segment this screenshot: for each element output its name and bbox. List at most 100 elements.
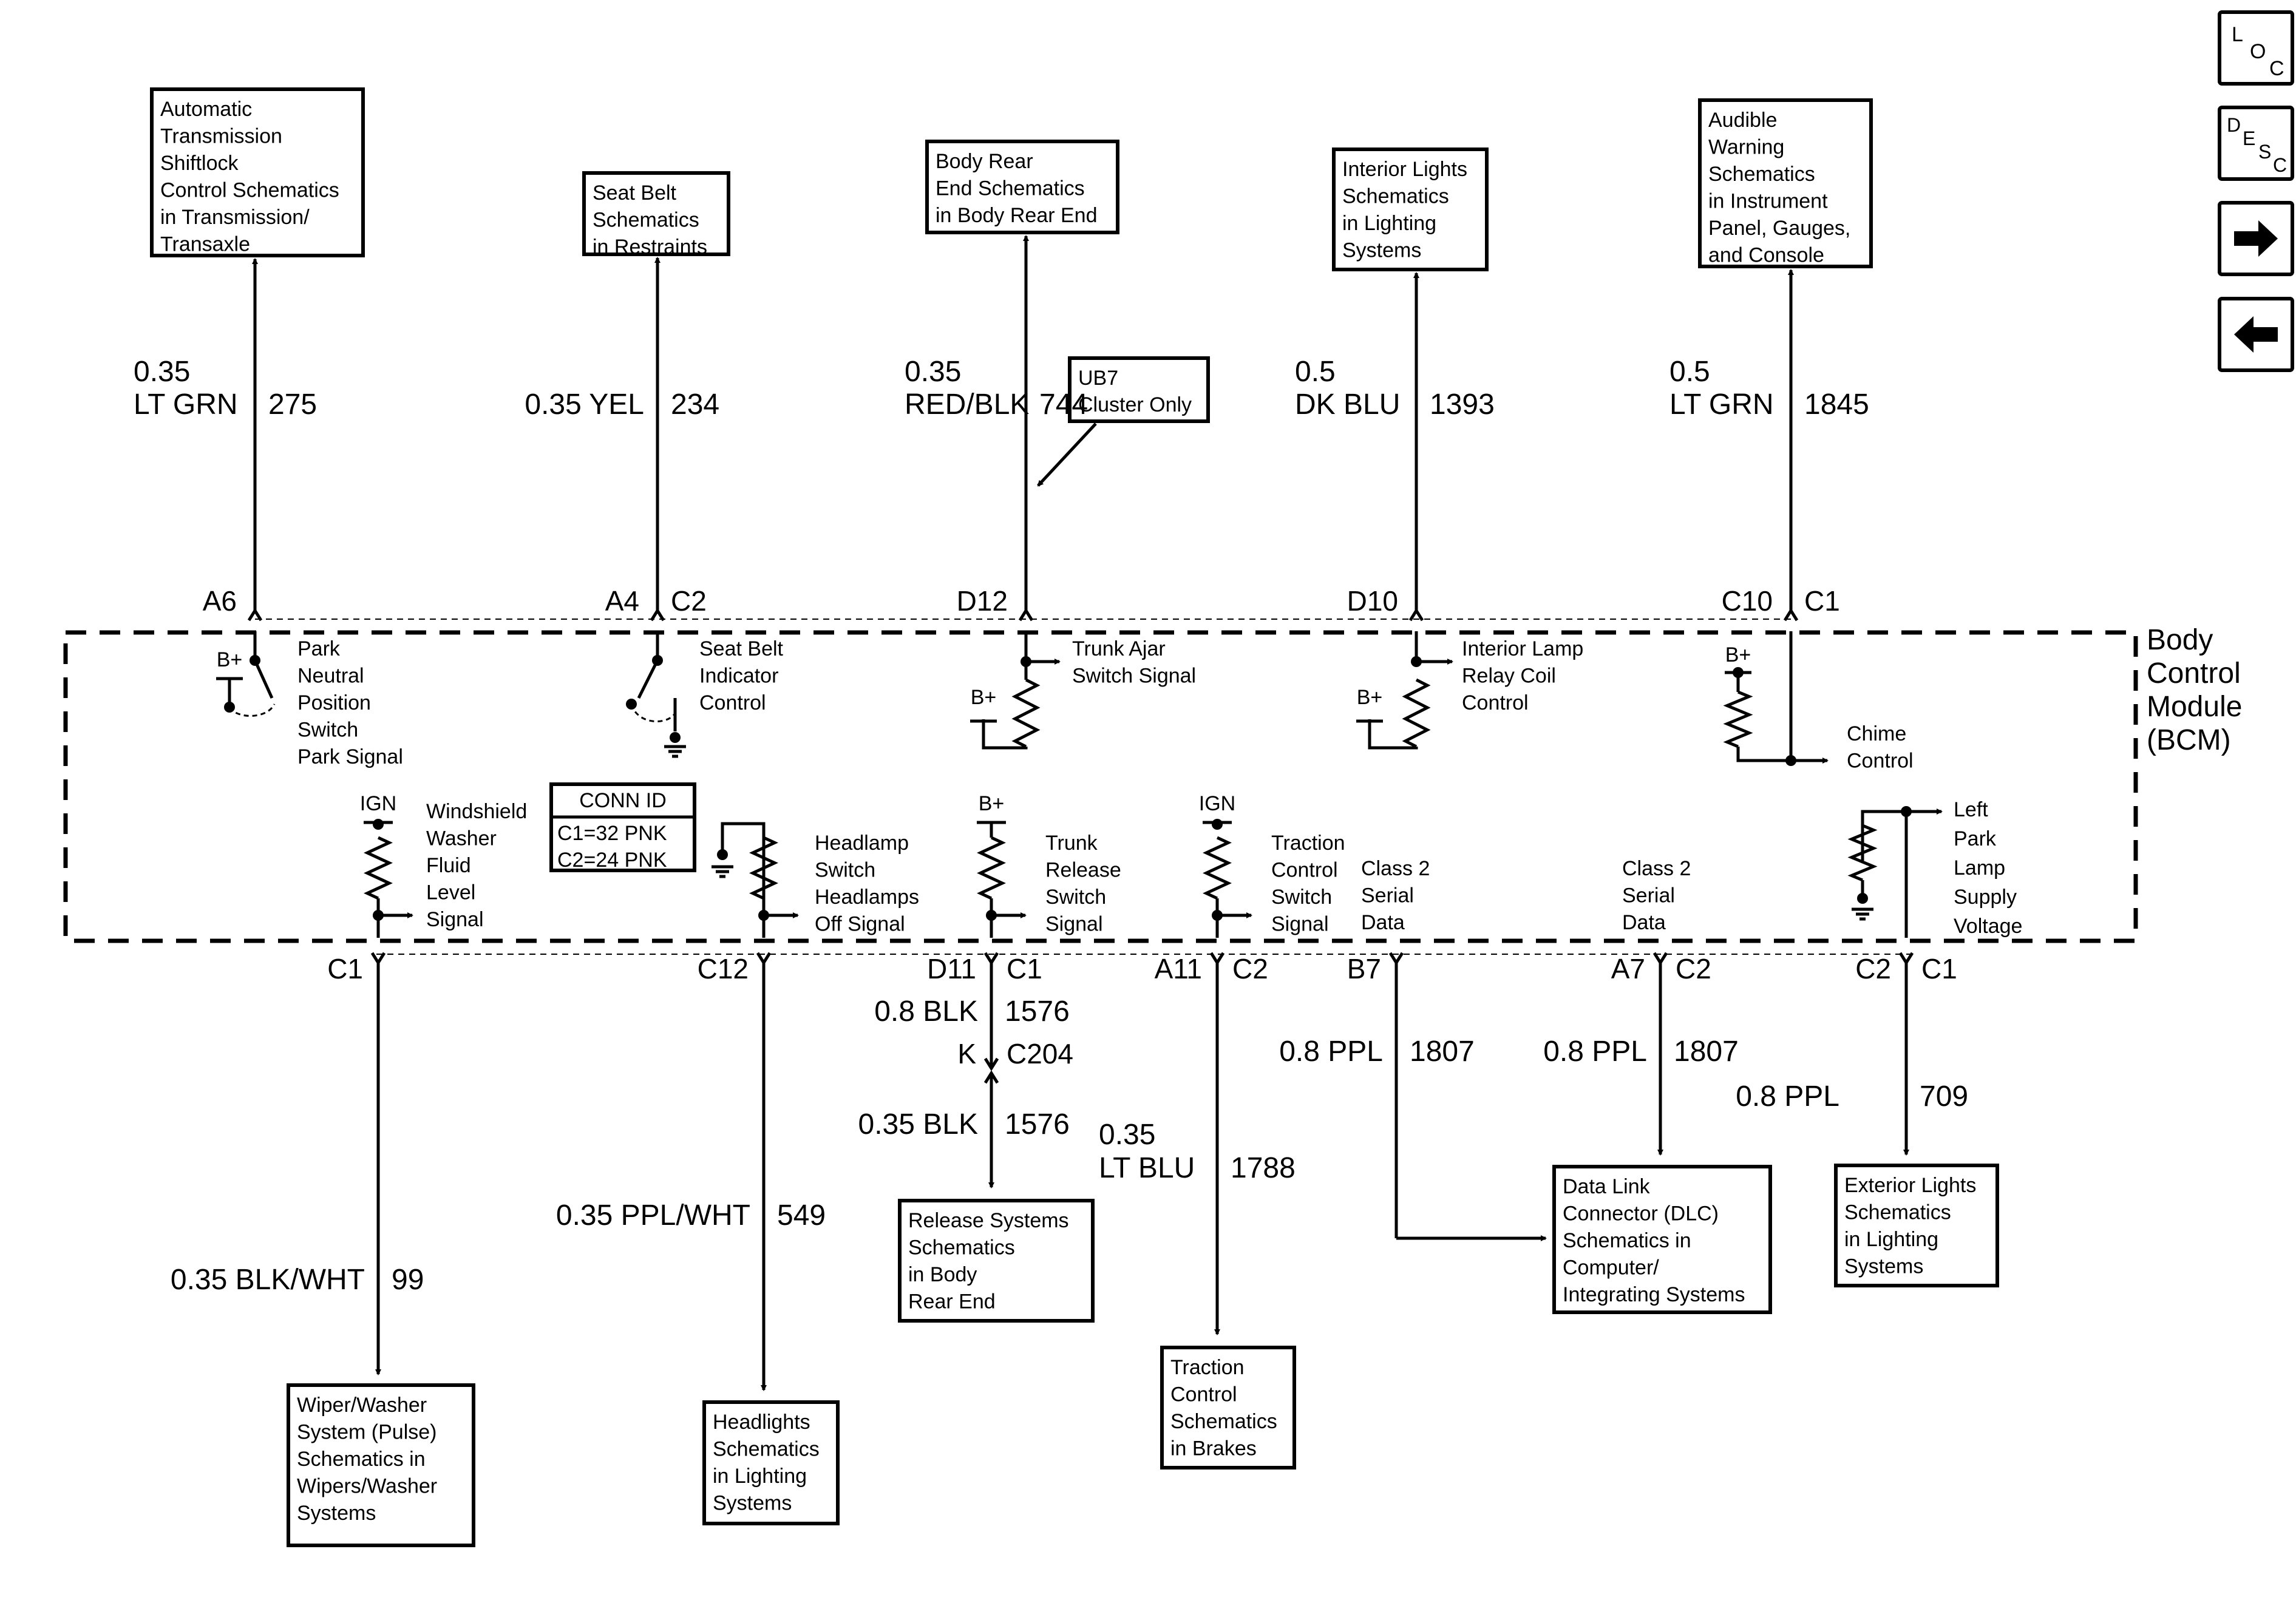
conn-id-line-line: C1=32 PNK (557, 822, 667, 845)
circuit-chime-wire-gauge: 0.5 (1669, 356, 1710, 388)
ub7-note-box (1068, 356, 1210, 423)
bcm-label-line: (BCM) (2147, 724, 2231, 756)
circuit-traction-destination-box-text-line: in Brakes (1170, 1437, 1257, 1460)
circuit-class2-a7-destination-box-text-line: Connector (DLC) (1563, 1202, 1719, 1225)
circuit-headlamp-circuit-number: 549 (777, 1199, 826, 1232)
circuit-headlamp-connector: C12 (698, 953, 749, 985)
switch-link (228, 703, 276, 717)
circuit-trunk-release-wire2-gauge: 0.35 BLK (858, 1108, 978, 1141)
circuit-shiftlock-destination-box-text-line: Shiftlock (160, 152, 239, 175)
circuit-class2-b7-label-line: Data (1361, 911, 1405, 934)
circuit-washer-destination-box (287, 1383, 475, 1547)
circuit-shiftlock-destination-box-text-line: in Transmission/ (160, 206, 310, 229)
circuit-chime-connector: C1 (1804, 585, 1840, 617)
circuit-class2-a7-label-line: Data (1622, 911, 1666, 934)
ground-dot (670, 732, 681, 743)
circuit-headlamp-destination-box-text-line: Systems (713, 1492, 792, 1515)
loc-icon[interactable]: LOC (2218, 10, 2294, 86)
circuit-chime-destination-box-text-line: Warning (1708, 136, 1784, 159)
circuit-shiftlock-wire-color: LT GRN (134, 388, 238, 421)
switch-blade (253, 659, 274, 699)
circuit-trunk-release-wire-gauge: 0.8 BLK (874, 995, 978, 1028)
circuit-park-lamp-connector: C1 (1921, 953, 1957, 985)
park-neutral-label-line: Park Signal (297, 745, 403, 768)
circuit-trunk-release-label-line: Switch (1045, 886, 1106, 909)
connector-symbol (650, 608, 665, 622)
resistor-symbol (1723, 690, 1753, 748)
circuit-washer-destination-box-text-line: Schematics in (297, 1448, 426, 1471)
circuit-chime-destination-box-text-line: Schematics (1708, 163, 1815, 186)
circuit-park-lamp-label-line: Supply (1954, 886, 2017, 909)
nav-glyph: D (2227, 114, 2241, 136)
nav-glyph: C (2273, 154, 2287, 176)
circuit-shiftlock-destination-box-text-line: Transaxle (160, 233, 250, 256)
circuit-traction-destination-box-text-line: Control (1170, 1383, 1237, 1406)
circuit-trunk-ajar-destination-box-text-line: End Schematics (936, 177, 1085, 200)
circuit-washer-label-line: Fluid (426, 854, 471, 877)
circuit-trunk-ajar-wire-gauge: 0.35 (905, 356, 961, 388)
resistor-symbol (364, 836, 393, 900)
circuit-traction-wire-color: LT BLU (1099, 1152, 1195, 1184)
circuit-washer-label-line: Level (426, 881, 475, 904)
park-neutral-label-line: Park (297, 637, 341, 660)
bcm-label-line: Module (2147, 691, 2242, 723)
circuit-shiftlock-circuit-number: 275 (268, 388, 317, 421)
circuit-trunk-ajar-circuit-number: 744 (1039, 388, 1088, 421)
bcm-outline (63, 630, 2138, 943)
circuit-trunk-release-destination-box-text-line: in Body (908, 1263, 977, 1286)
circuit-traction-label-line: Switch (1271, 886, 1332, 909)
circuit-washer-connector: C1 (327, 953, 363, 985)
chime-label-line: Control (1847, 750, 1914, 773)
circuit-traction-wire-gauge: 0.35 (1099, 1119, 1155, 1151)
bcm-label-line: Control (2147, 657, 2241, 690)
circuit-headlamp-label-line: Headlamps (815, 886, 919, 909)
ub7-note-text-line: UB7 (1078, 367, 1118, 390)
connector-symbol (1408, 608, 1424, 622)
wire (1736, 747, 1791, 762)
circuit-trunk-ajar-wire-color: RED/BLK (905, 388, 1029, 421)
circuit-traction-connector: C2 (1232, 953, 1268, 985)
circuit-shiftlock-destination-box-text-line: Control Schematics (160, 179, 339, 202)
circuit-interior-lamp-destination-box-text-line: Interior Lights (1342, 158, 1467, 181)
resistor-symbol (1011, 678, 1041, 748)
circuit-class2-a7-pin: A7 (1611, 953, 1645, 985)
previous-page-icon[interactable]: ← (0, 0, 2294, 372)
circuit-interior-lamp-destination-box-text-line: in Lighting (1342, 212, 1436, 235)
circuit-trunk-ajar-destination-box-text-line: in Body Rear End (936, 204, 1098, 227)
circuit-shiftlock-destination-box (150, 87, 365, 257)
circuit-class2-a7-destination-box-text-line: Computer/ (1563, 1256, 1659, 1280)
circuit-trunk-release-destination-box-text-line: Release Systems (908, 1209, 1069, 1232)
circuit-chime-destination-box-text-line: Audible (1708, 109, 1777, 132)
circuit-trunk-ajar-destination-box-text-line: Body Rear (936, 150, 1033, 173)
circuit-park-lamp-label-line: Voltage (1954, 915, 2022, 938)
circuit-trunk-release-destination-box-text-line: Rear End (908, 1290, 996, 1314)
circuit-interior-lamp-circuit-number: 1393 (1430, 388, 1495, 421)
circuit-trunk-release-destination-box-text-line: Schematics (908, 1236, 1015, 1259)
nav-glyph: S (2258, 141, 2271, 163)
circuit-class2-a7-destination-box-text-line: Schematics in (1563, 1229, 1691, 1252)
circuit-washer-label-line: Signal (426, 908, 484, 931)
circuit-interior-lamp-wire-color: DK BLU (1295, 388, 1400, 421)
circuit-park-lamp-wire-gauge: 0.8 PPL (1736, 1080, 1839, 1113)
circuit-park-lamp-label-line: Park (1954, 827, 1997, 850)
chime-label-line: Chime (1847, 722, 1906, 745)
circuit-shiftlock-destination-box-text-line: Automatic (160, 98, 252, 121)
connector-symbol (1209, 952, 1225, 966)
next-page-icon[interactable]: → (0, 0, 2294, 276)
circuit-washer-label-line: Windshield (426, 800, 527, 823)
circuit-trunk-release-label-line: Trunk (1045, 832, 1098, 855)
conn-id-title: CONN ID (579, 789, 667, 812)
circuit-class2-b7-wire-gauge: 0.8 PPL (1279, 1036, 1383, 1068)
circuit-traction-label-line: Traction (1271, 832, 1345, 855)
circuit-class2-a7-connector: C2 (1676, 953, 1711, 985)
circuit-interior-lamp-pin: D10 (1347, 585, 1398, 617)
circuit-washer-circuit-number: 99 (392, 1264, 424, 1296)
circuit-interior-lamp-wire-gauge: 0.5 (1295, 356, 1336, 388)
circuit-class2-a7-label-line: Serial (1622, 884, 1675, 907)
interior-lamp-supply: B+ (1357, 686, 1383, 709)
nav-glyph: O (2250, 40, 2266, 63)
circuit-interior-lamp-destination-box-text-line: Schematics (1342, 185, 1449, 208)
circuit-class2-a7-wire-gauge: 0.8 PPL (1543, 1036, 1647, 1068)
circuit-traction-supply: IGN (1199, 792, 1235, 815)
